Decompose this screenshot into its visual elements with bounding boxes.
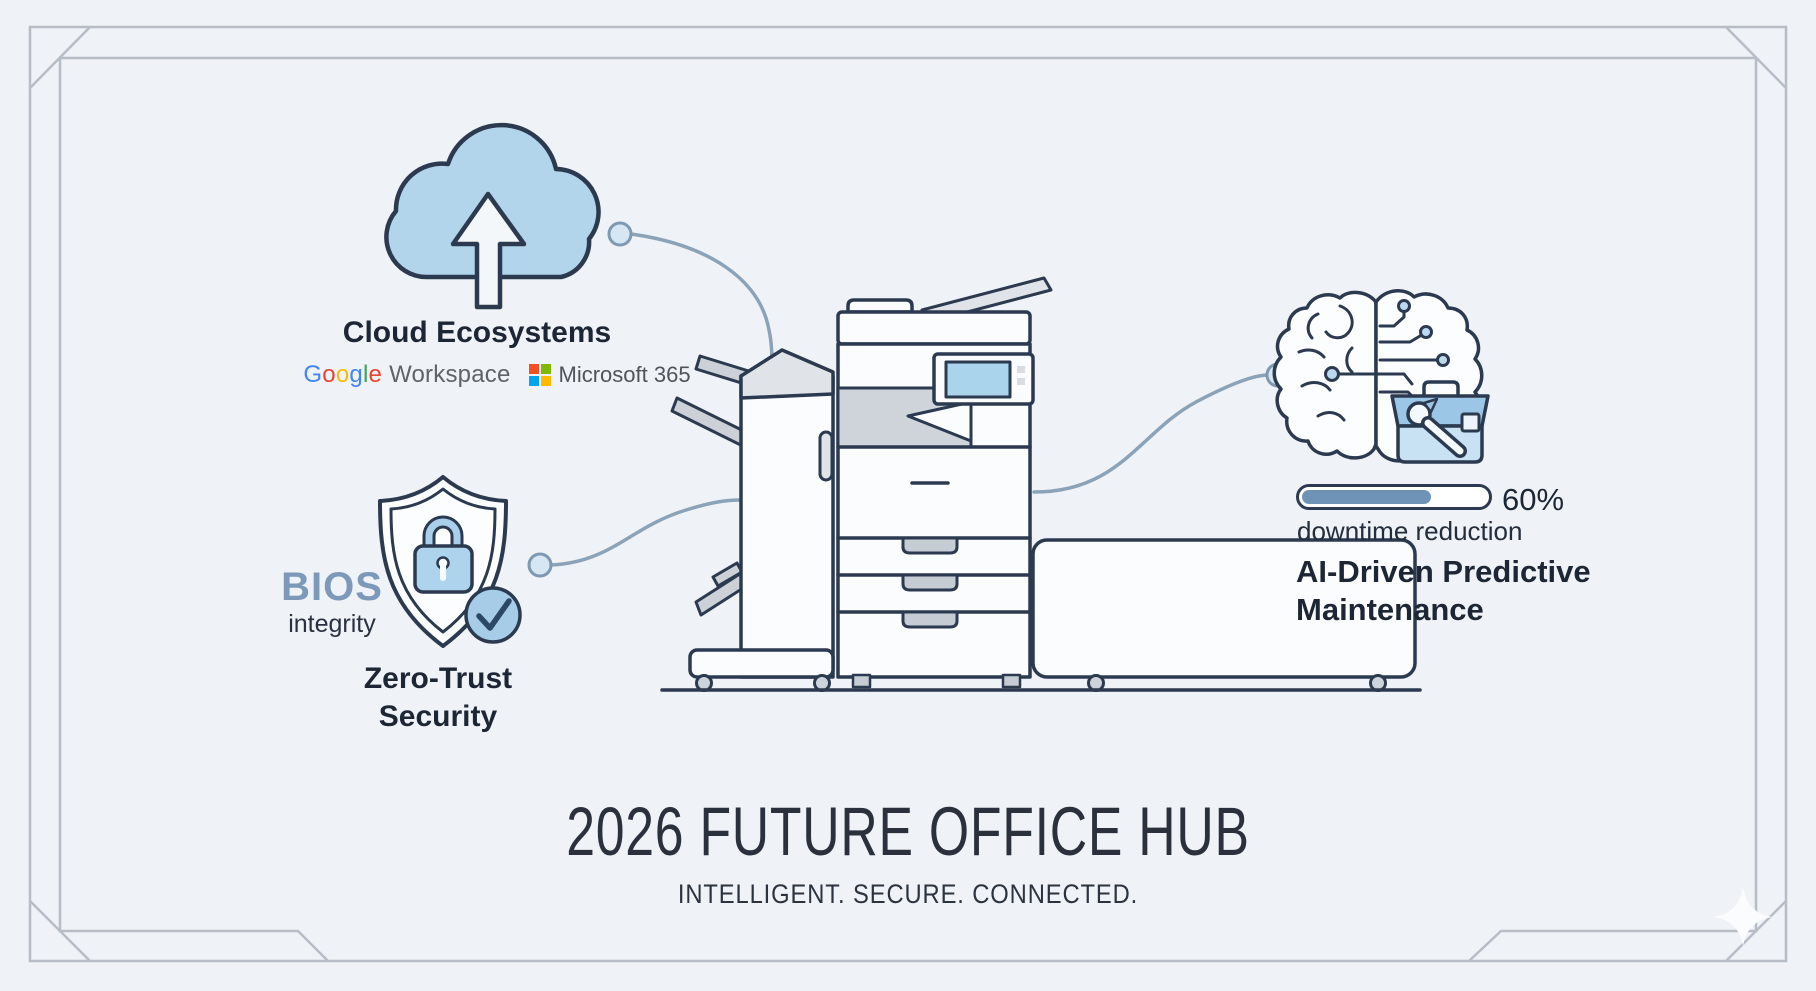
microsoft-365-logo: Microsoft 365	[528, 362, 691, 388]
toolbox-latch	[1460, 412, 1481, 433]
bios-integrity-label: integrity	[288, 610, 376, 638]
ai-section-title: AI-Driven Predictive Maintenance	[1296, 553, 1616, 629]
corner-sparkle-icon	[1714, 887, 1772, 946]
security-section-title: Zero-Trust Security	[328, 660, 548, 736]
cloud-upload-icon	[384, 122, 601, 310]
downtime-percent-label: 60%	[1502, 482, 1565, 517]
adf-lid	[836, 310, 1032, 346]
ai-title-line1: AI-Driven Predictive	[1296, 554, 1591, 589]
cloud-section-title: Cloud Ecosystems	[342, 316, 612, 349]
microsoft-365-label: Microsoft 365	[558, 362, 691, 387]
toolbox-wrench-icon	[1390, 380, 1490, 464]
bios-integrity-callout: BIOS integrity	[257, 566, 407, 639]
ai-title-line2: Maintenance	[1296, 592, 1484, 627]
connectors	[549, 232, 1268, 567]
security-title-line1: Zero-Trust	[363, 662, 513, 695]
toolbox-handle	[1422, 380, 1460, 398]
connector-security-node	[527, 552, 553, 578]
finisher-base	[688, 648, 835, 679]
paper-drawer-handle-3	[901, 610, 959, 629]
connector-security	[549, 498, 743, 567]
google-workspace-logo: Google Workspace	[303, 361, 510, 389]
poster-subtitle: INTELLIGENT. SECURE. CONNECTED.	[677, 879, 1139, 909]
bios-label: BIOS	[281, 565, 383, 609]
google-workspace-label: Workspace	[389, 361, 511, 388]
downtime-progress-bar	[1296, 484, 1492, 510]
decorative-frame	[28, 25, 1788, 963]
title-block: 2026 FUTURE OFFICE HUB INTELLIGENT. SECU…	[0, 792, 1816, 910]
multifunction-printer-illustration	[660, 276, 1422, 692]
adf-hump	[846, 298, 914, 314]
connector-cloud-node	[607, 221, 633, 247]
security-title-line2: Security	[378, 700, 498, 733]
side-cabinet	[1031, 538, 1417, 679]
touchscreen	[944, 360, 1012, 399]
google-logo-word: Google	[303, 361, 383, 388]
finisher-unit	[739, 374, 835, 679]
connector-cloud	[629, 232, 774, 374]
downtime-caption: downtime reduction	[1297, 516, 1523, 546]
paper-drawer-handle-1	[901, 536, 959, 555]
finisher-top-cover	[739, 348, 835, 400]
check-badge-icon	[464, 586, 522, 644]
microsoft-logo-squares	[528, 364, 551, 386]
paper-drawer-handle-2	[901, 573, 959, 592]
cloud-partner-logos: Google Workspace Microsoft 365	[302, 358, 692, 392]
connector-ai	[1032, 373, 1268, 494]
downtime-bar-fill	[1302, 490, 1432, 504]
poster-title: 2026 FUTURE OFFICE HUB	[566, 793, 1250, 870]
